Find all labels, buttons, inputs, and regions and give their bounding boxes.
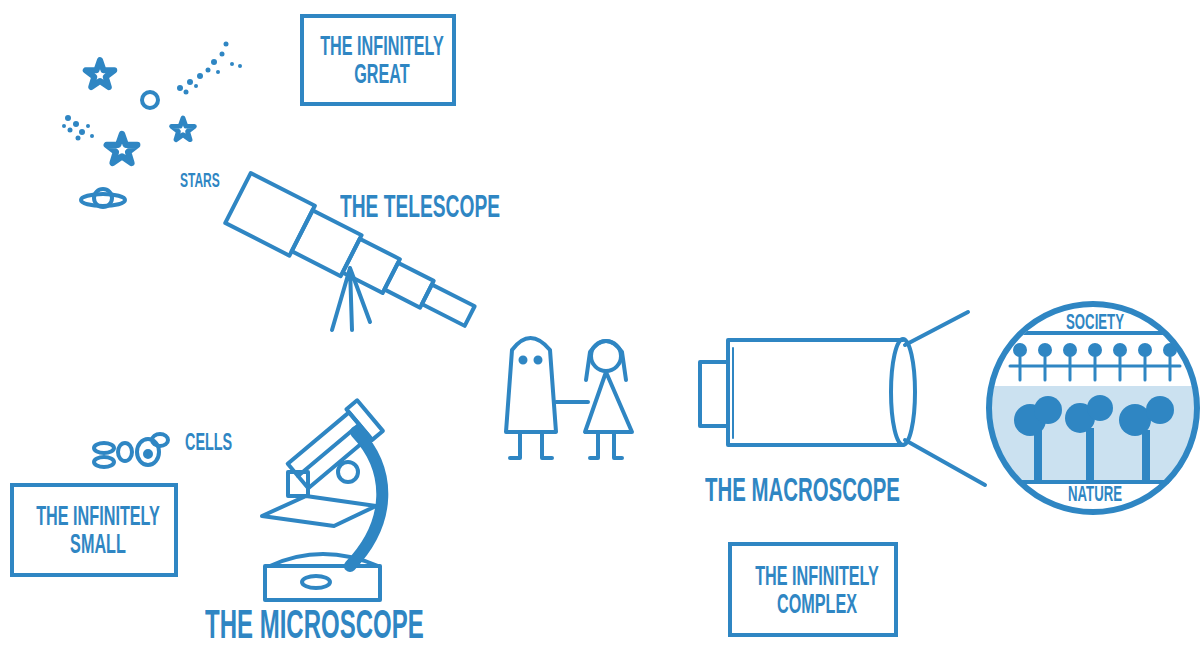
band-label: NATURE [995,482,1195,505]
caption-box: THE INFINITELY COMPLEX [728,542,898,637]
star-dust [86,124,90,128]
macroscope-drawing [905,312,985,485]
society-nature-scene [1087,395,1113,421]
drawing-label: CELLS [185,430,232,454]
stars-drawing [81,194,125,206]
star-dust [194,84,198,88]
macroscope-drawing [700,362,728,426]
people-drawing [536,358,541,363]
society-nature-scene [1113,343,1127,357]
drawing-label: THE TELESCOPE [340,190,500,222]
star-dust [187,79,193,85]
star-dust [220,52,225,57]
microscope-drawing [346,400,382,440]
star-dust [62,124,66,128]
star-dust [90,134,94,138]
macroscope-drawing [700,312,985,485]
society-nature-scene [1142,430,1150,482]
stars-drawing [86,60,115,87]
star-dust [238,64,242,68]
telescope-drawing [332,268,370,330]
star-dust [62,42,242,141]
microscope-drawing [288,472,308,496]
microscope-drawing [265,566,380,600]
microscope-drawing [338,462,358,482]
society-nature-scene [1138,343,1152,357]
star-dust [65,115,71,121]
microscope-drawing [285,400,383,491]
society-nature-scene [1010,357,1180,380]
society-nature-scene [990,333,1203,482]
band-label: SOCIETY [995,310,1195,333]
star-dust [177,85,183,91]
star-dust [224,42,229,47]
star-dust [184,90,189,95]
people-drawing [506,338,632,458]
cells-drawing [94,443,114,453]
microscope-drawing [262,496,376,526]
scene-circle: SOCIETY NATURE [987,302,1203,518]
stars-drawing [172,118,195,140]
society-nature-scene [1038,343,1052,357]
star-dust [73,121,79,127]
people-drawing [510,432,552,458]
macroscope-drawing [732,348,734,438]
society-nature-scene [1013,343,1027,357]
cells-drawing [94,434,168,467]
cells-drawing [118,443,132,461]
society-nature-scene [1063,343,1077,357]
telescope-drawing [225,173,315,256]
people-drawing [506,338,556,432]
society-nature-scene [1034,396,1062,424]
caption-text: THE INFINITELY COMPLEX [740,561,894,618]
telescope-drawing [422,284,475,325]
star-dust [206,68,211,73]
microscope-drawing [298,425,359,476]
stars-drawing [107,134,137,163]
telescope-drawing [384,263,433,308]
drawing-label: THE MACROSCOPE [705,472,900,506]
people-drawing [590,432,622,458]
cells-drawing [145,451,151,457]
macroscope-drawing [728,340,903,445]
people-drawing [556,400,588,404]
star-dust [68,128,73,133]
star-dust [197,73,203,79]
stars-drawing [142,92,158,108]
cells-drawing [94,457,114,467]
caption-box: THE INFINITELY GREAT [300,14,456,106]
society-nature-scene [1086,428,1094,482]
cells-drawing [152,434,168,446]
microscope-drawing [302,576,330,588]
society-nature-scene [990,343,1203,482]
drawing-label: THE MICROSCOPE [205,604,424,644]
caption-text: THE INFINITELY SMALL [22,502,174,559]
microscope-drawing [350,432,382,566]
caption-box: THE INFINITELY SMALL [10,483,178,577]
society-nature-scene [990,386,1203,482]
star-dust [230,62,234,66]
caption-text: THE INFINITELY GREAT [312,32,452,89]
circle-outline [989,304,1197,512]
star-dust [76,136,81,141]
illustration [62,42,1203,601]
society-nature-scene [1034,430,1042,482]
star-dust [79,129,85,135]
macroscope-drawing [891,339,915,445]
society-nature-scene [1146,396,1174,424]
star-dust [216,70,220,74]
stars-drawing [81,60,194,207]
star-dust [211,59,217,65]
people-drawing [521,358,526,363]
people-drawing [585,372,632,432]
society-nature-scene [1088,343,1102,357]
drawing-label: STARS [180,170,220,190]
microscope-drawing [262,400,383,600]
